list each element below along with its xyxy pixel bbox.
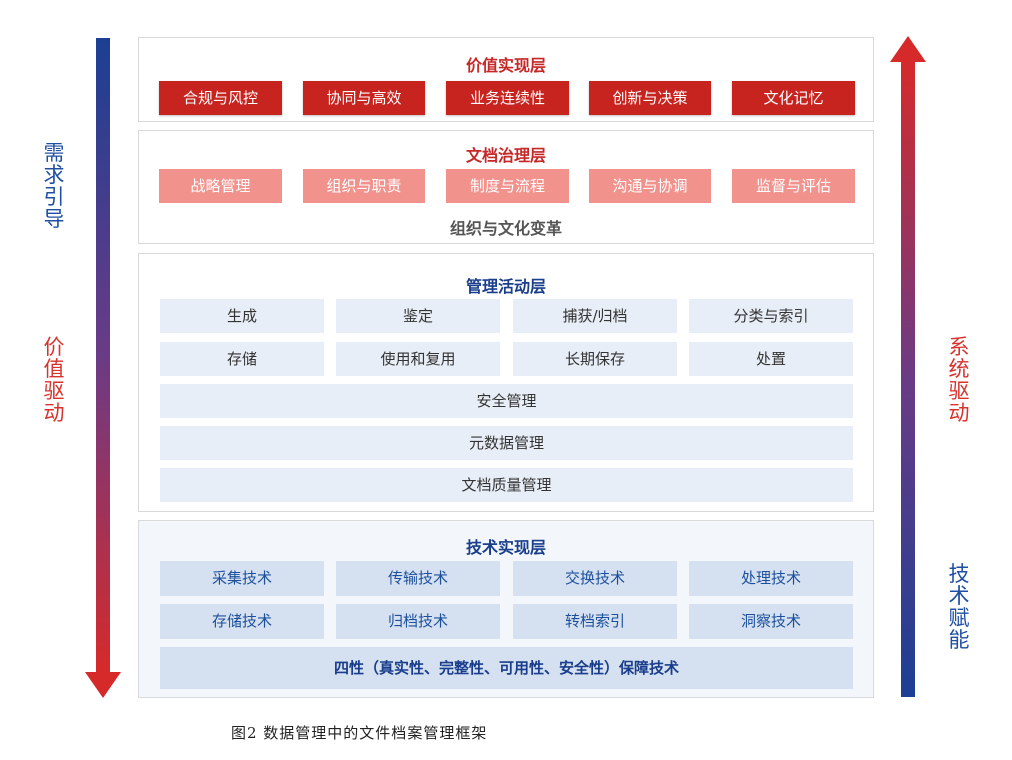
- tech-cell: 采集技术: [160, 561, 324, 596]
- tech-layer: 技术实现层 采集技术 传输技术 交换技术 处理技术 存储技术 归档技术 转档索引…: [138, 520, 874, 698]
- management-row: 文档质量管理: [160, 468, 853, 502]
- tech-cell: 传输技术: [336, 561, 500, 596]
- governance-item: 监督与评估: [732, 169, 855, 203]
- tech-cell: 交换技术: [513, 561, 677, 596]
- management-layer: 管理活动层 生成 鉴定 捕获/归档 分类与索引 存储 使用和复用 长期保存 处置…: [138, 253, 874, 512]
- management-cell: 生成: [160, 299, 324, 333]
- value-item: 文化记忆: [732, 81, 855, 115]
- governance-layer-title: 文档治理层: [465, 146, 546, 165]
- right-arrow-shaft: [901, 60, 915, 697]
- tech-cell: 处理技术: [689, 561, 853, 596]
- up-arrow-icon: [890, 36, 926, 62]
- label-system-driven: 系统驱动: [948, 335, 970, 425]
- tech-cell: 存储技术: [160, 604, 324, 639]
- governance-item: 沟通与协调: [589, 169, 711, 203]
- governance-item: 制度与流程: [446, 169, 569, 203]
- value-layer: 价值实现层 合规与风控 协同与高效 业务连续性 创新与决策 文化记忆: [138, 37, 874, 122]
- label-demand-guidance: 需求引导: [43, 141, 65, 231]
- figure-caption: 图2 数据管理中的文件档案管理框架: [231, 724, 488, 742]
- tech-cell: 转档索引: [513, 604, 677, 639]
- management-cell: 鉴定: [336, 299, 500, 333]
- label-value-driven: 价值驱动: [43, 335, 65, 425]
- tech-cell: 归档技术: [336, 604, 500, 639]
- value-item: 协同与高效: [303, 81, 425, 115]
- label-tech-empowerment: 技术赋能: [948, 562, 970, 652]
- governance-layer-footer: 组织与文化变革: [449, 219, 562, 238]
- value-item: 创新与决策: [589, 81, 711, 115]
- governance-item: 战略管理: [159, 169, 282, 203]
- value-item: 合规与风控: [159, 81, 282, 115]
- management-cell: 长期保存: [513, 342, 677, 376]
- tech-assurance-row: 四性（真实性、完整性、可用性、安全性）保障技术: [160, 647, 853, 689]
- value-layer-title: 价值实现层: [465, 56, 546, 75]
- tech-layer-title: 技术实现层: [465, 538, 546, 557]
- management-cell: 使用和复用: [336, 342, 500, 376]
- management-cell: 存储: [160, 342, 324, 376]
- down-arrow-icon: [85, 672, 121, 698]
- management-cell: 处置: [689, 342, 853, 376]
- management-row: 元数据管理: [160, 426, 853, 460]
- governance-item: 组织与职责: [303, 169, 425, 203]
- value-item: 业务连续性: [446, 81, 569, 115]
- management-cell: 捕获/归档: [513, 299, 677, 333]
- management-row: 安全管理: [160, 384, 853, 418]
- management-cell: 分类与索引: [689, 299, 853, 333]
- tech-cell: 洞察技术: [689, 604, 853, 639]
- left-arrow-shaft: [96, 38, 110, 673]
- management-layer-title: 管理活动层: [465, 277, 546, 296]
- governance-layer: 文档治理层 战略管理 组织与职责 制度与流程 沟通与协调 监督与评估 组织与文化…: [138, 130, 874, 244]
